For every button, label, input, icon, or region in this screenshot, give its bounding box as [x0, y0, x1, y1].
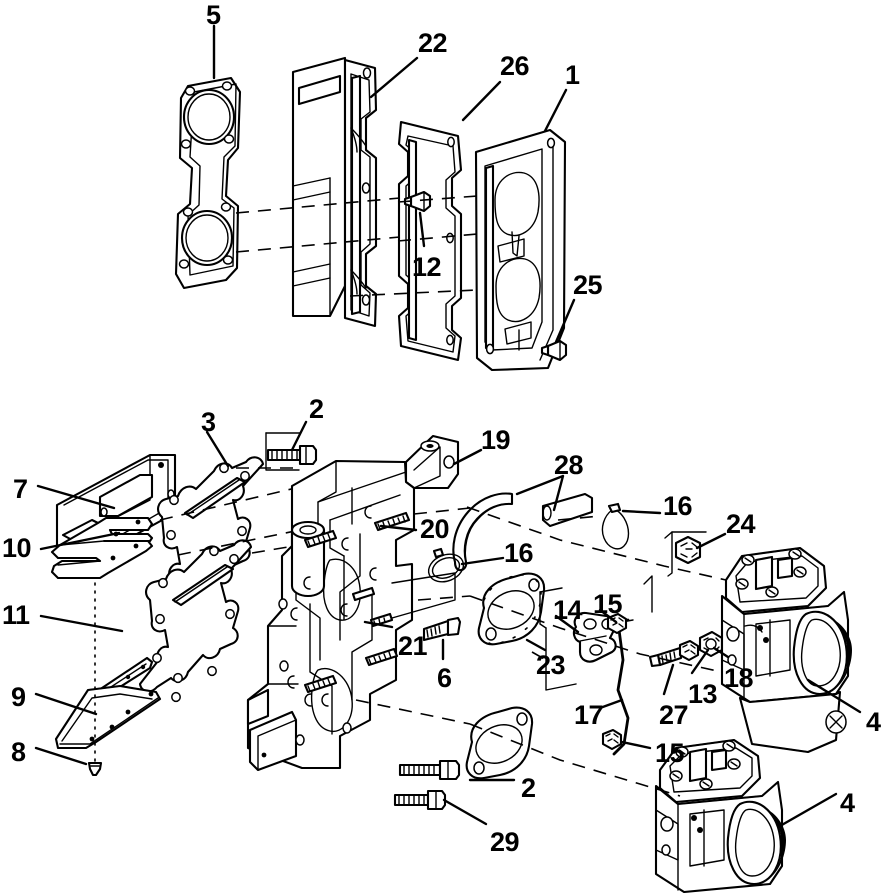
manifold-studs [303, 529, 399, 694]
callout-9: 9 [11, 682, 26, 712]
callout-24: 24 [726, 509, 756, 539]
callout-22: 22 [418, 28, 448, 58]
part-26-gasket [397, 120, 463, 362]
callout-14: 14 [553, 595, 583, 625]
part-8-screw [87, 761, 103, 777]
callout-7: 7 [13, 474, 28, 504]
leader-lines [34, 24, 862, 828]
callout-5: 5 [206, 0, 221, 30]
part-22-intake-body [291, 56, 378, 328]
part-29-bolt [393, 789, 447, 811]
callout-17: 17 [574, 700, 604, 730]
part-25-screw [540, 339, 568, 362]
part-3-reed-plate-gasket [138, 456, 265, 703]
part-2-bolt-upper [266, 444, 318, 466]
callout-16-clamp: 16 [663, 491, 693, 521]
callout-12: 12 [412, 252, 442, 282]
callout-11: 11 [2, 600, 30, 630]
part-13-nut [678, 639, 700, 662]
callout-20: 20 [420, 514, 450, 544]
callout-19: 19 [481, 425, 511, 455]
part-6-screw [422, 616, 462, 642]
part-14-lever [572, 611, 617, 663]
part-19-fitting [404, 434, 460, 490]
callout-13: 13 [688, 679, 718, 709]
part-23-gasket-upper [477, 572, 546, 646]
callout-18: 18 [724, 663, 754, 693]
part-24-nut [674, 535, 702, 565]
callout-6: 6 [437, 663, 452, 693]
part-23-gasket-lower [465, 706, 534, 780]
callout-2-lower: 2 [521, 773, 536, 803]
callout-10: 10 [2, 533, 32, 563]
callout-26: 26 [500, 51, 530, 81]
callout-8: 8 [11, 737, 26, 767]
callout-2-upper: 2 [309, 394, 324, 424]
callout-28: 28 [554, 450, 584, 480]
callout-3: 3 [201, 407, 216, 437]
part-15-nut-lower [601, 728, 623, 751]
part-27-screw [648, 646, 683, 668]
part-16-clamp [601, 502, 630, 550]
part-4-carburetor-lower [654, 738, 786, 893]
part-9-cover-plate [54, 684, 162, 750]
part-16-o-ring [427, 547, 465, 583]
callout-21: 21 [398, 631, 428, 661]
part-1-silencer-cover [474, 128, 567, 372]
callout-25: 25 [573, 270, 603, 300]
callout-23: 23 [536, 650, 566, 680]
callout-27: 27 [659, 700, 689, 730]
intake-manifold-body [246, 459, 416, 772]
callout-15-lower: 15 [655, 738, 685, 768]
callout-15-upper: 15 [593, 589, 623, 619]
part-5-gasket [174, 76, 242, 290]
part-4-carburetor-upper [720, 546, 852, 754]
callout-16-oring: 16 [504, 538, 534, 568]
part-2-bolt-lower [398, 759, 461, 781]
callout-4-upper: 4 [866, 707, 881, 737]
callout-4-lower: 4 [840, 788, 855, 818]
part-28-hose-straight [541, 492, 594, 528]
callout-1: 1 [565, 60, 580, 90]
callout-29: 29 [490, 827, 520, 857]
part-28-hose-bent [452, 492, 514, 572]
